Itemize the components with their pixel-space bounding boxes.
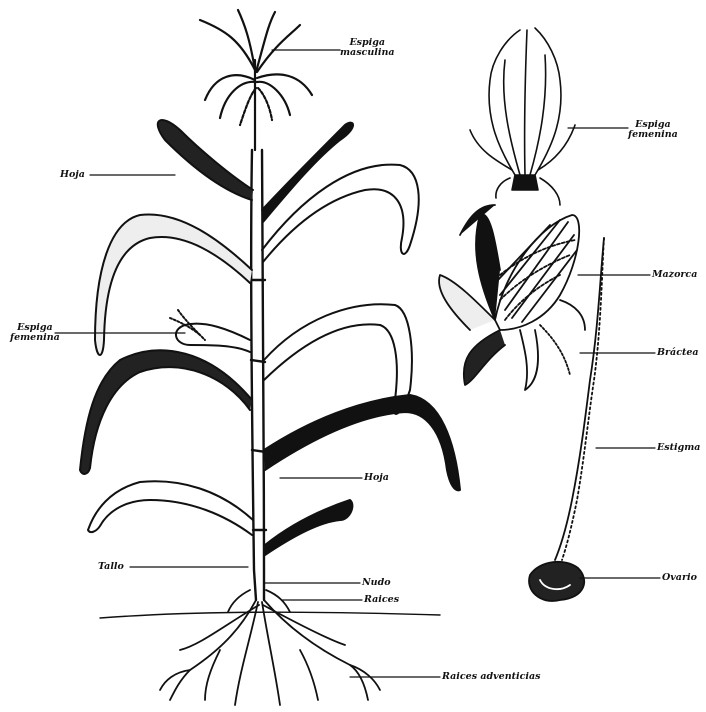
label-raices-adventicias: Raices adventicias xyxy=(442,672,541,682)
label-espiga-femenina-right: Espiga femenina xyxy=(628,120,678,140)
female-spike-drawing xyxy=(470,28,575,205)
label-mazorca: Mazorca xyxy=(652,270,697,280)
label-espiga-masculina: Espiga masculina xyxy=(340,38,395,58)
label-espiga-femenina-left-line2: femenina xyxy=(10,333,60,343)
label-espiga-masculina-line2: masculina xyxy=(340,48,395,58)
leaves-drawing xyxy=(80,120,460,555)
label-ovario: Ovario xyxy=(662,573,697,583)
label-hoja-right: Hoja xyxy=(364,473,389,483)
label-espiga-femenina-right-line2: femenina xyxy=(628,130,678,140)
label-hoja-left: Hoja xyxy=(60,170,85,180)
ear-drawing xyxy=(439,205,585,390)
label-estigma: Estigma xyxy=(657,443,700,453)
label-bractea: Bráctea xyxy=(657,348,699,358)
label-nudo: Nudo xyxy=(362,578,391,588)
roots-drawing xyxy=(100,590,440,705)
tassel-drawing xyxy=(200,10,312,150)
label-tallo: Tallo xyxy=(98,562,124,572)
label-espiga-femenina-left: Espiga femenina xyxy=(10,323,60,343)
label-raices: Raices xyxy=(364,595,399,605)
